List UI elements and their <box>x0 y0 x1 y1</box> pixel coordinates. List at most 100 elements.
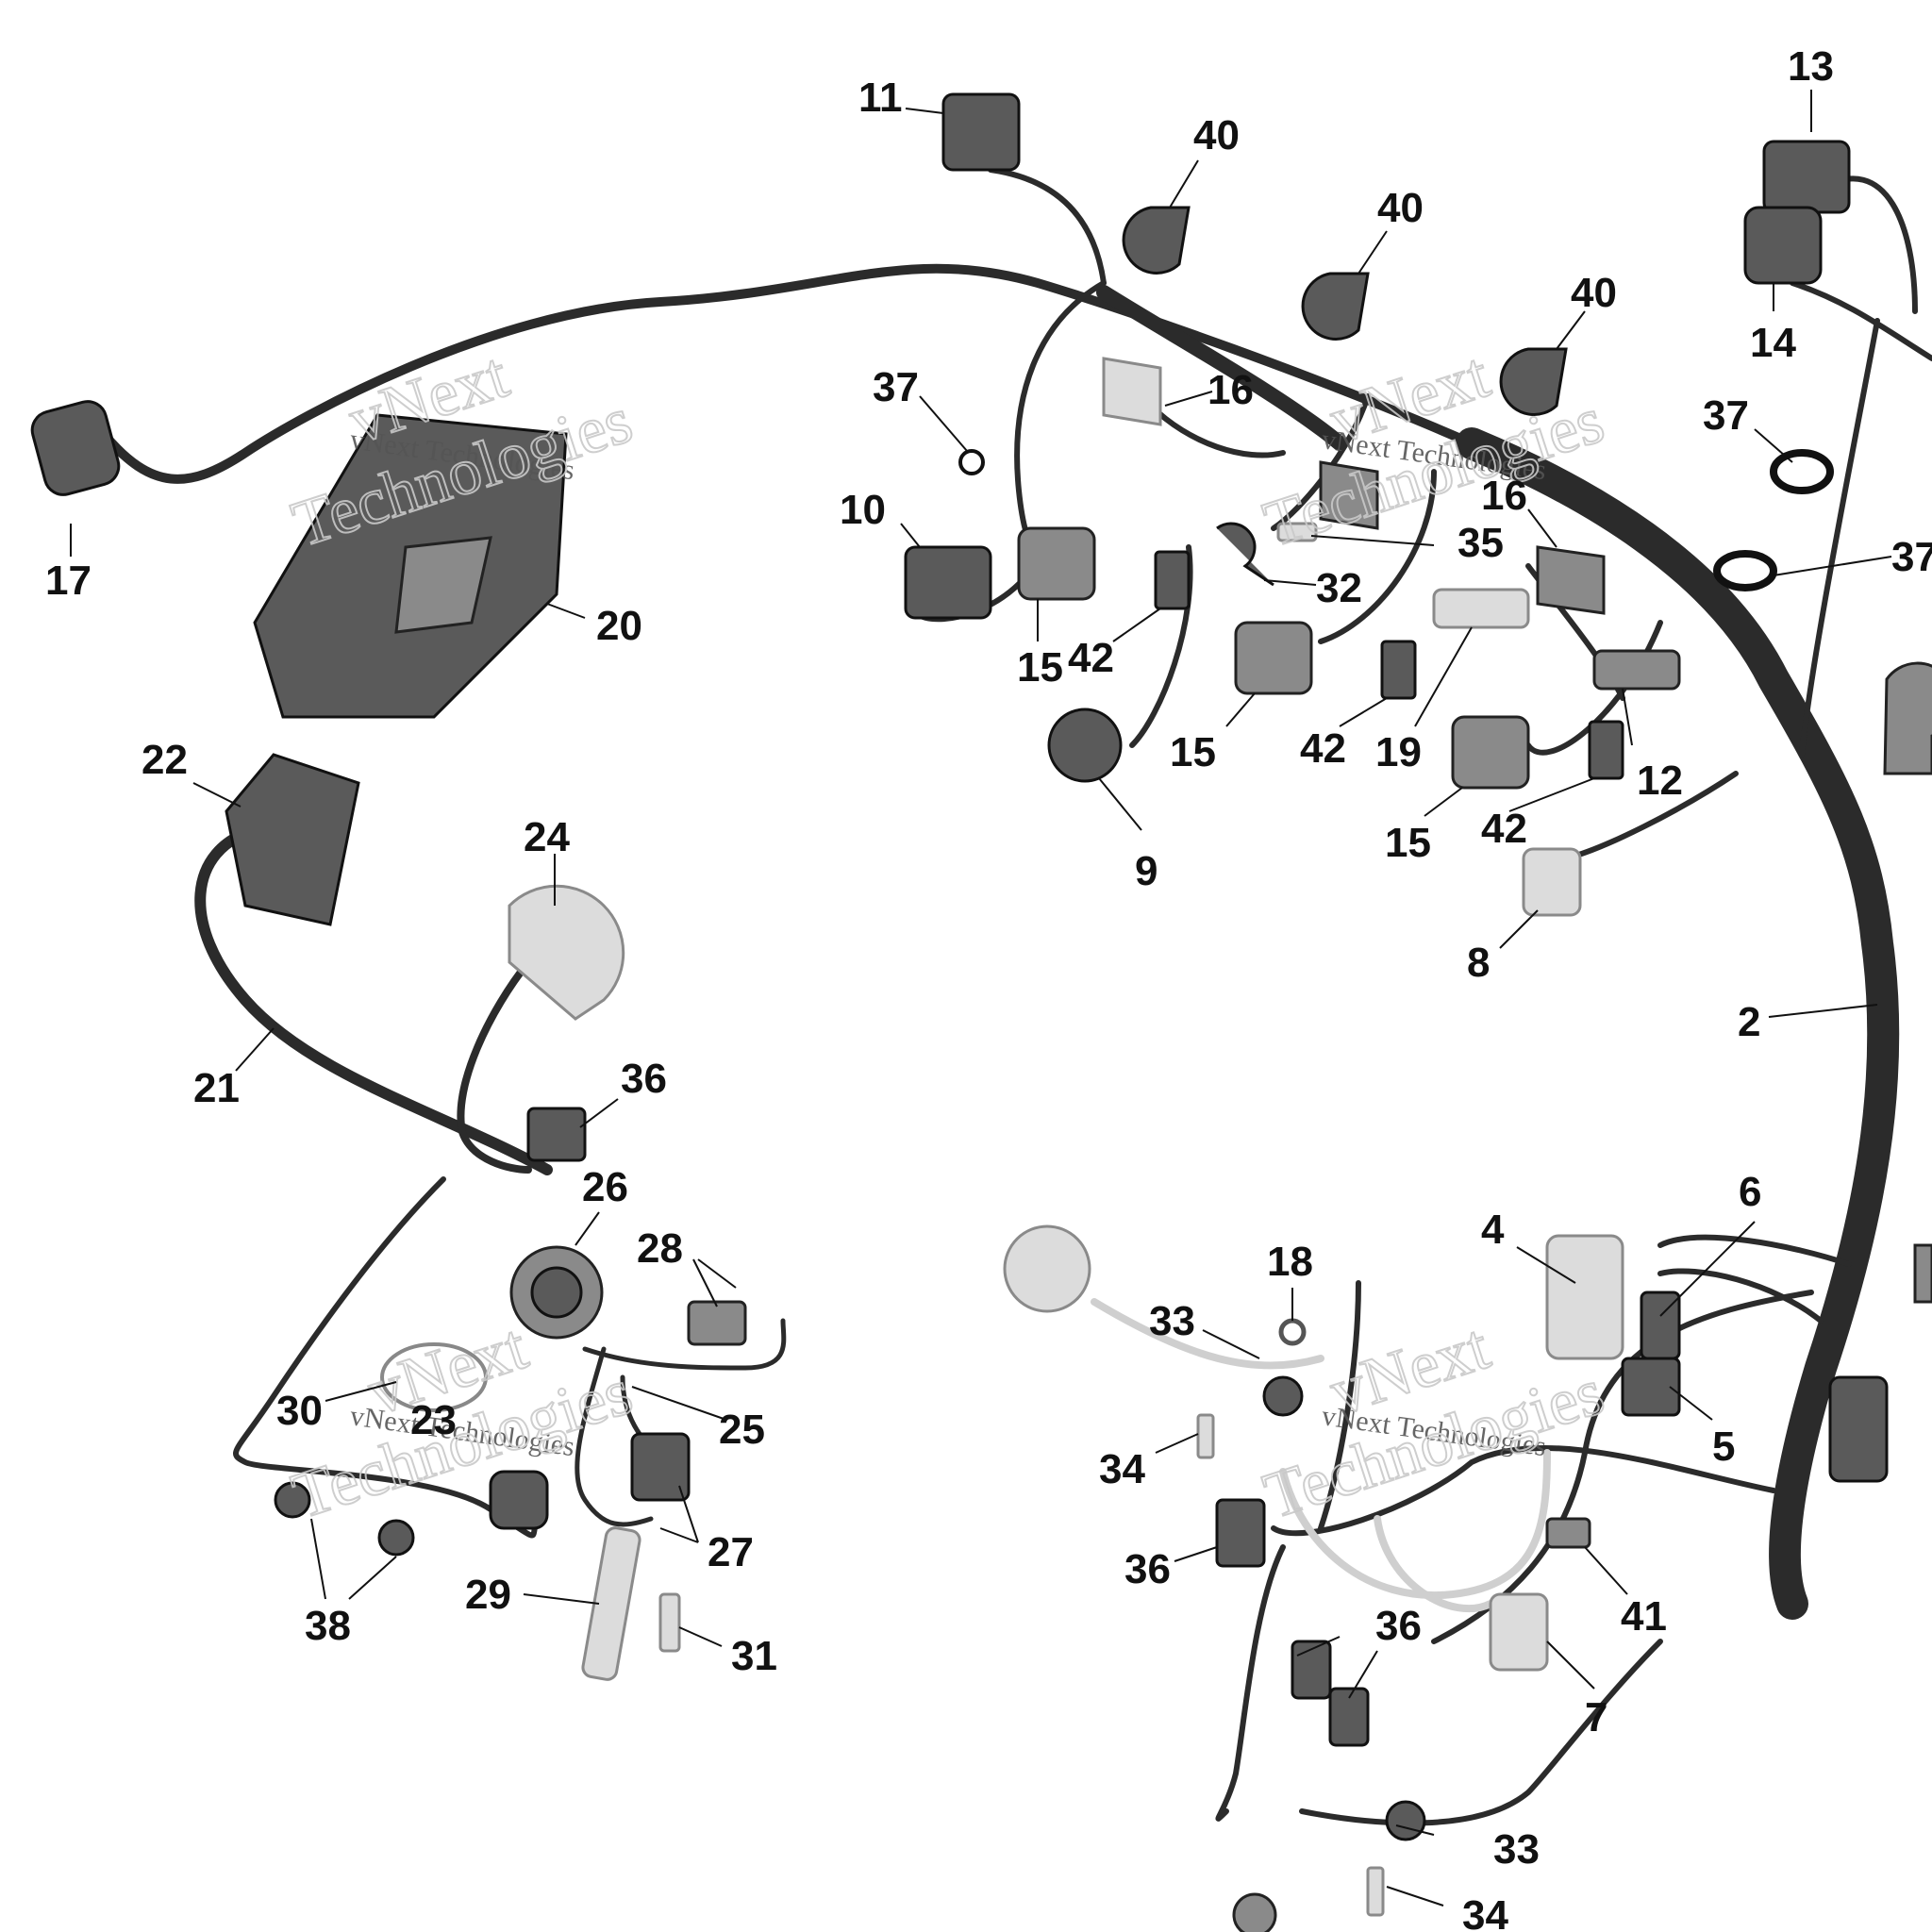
callout-28: 28 <box>637 1225 683 1272</box>
sensor-29-icon <box>581 1526 641 1681</box>
tie-37-b-icon <box>1770 449 1834 494</box>
clip-40-c-icon <box>1499 347 1568 416</box>
sensor-9-icon <box>1047 708 1123 783</box>
callout-30: 30 <box>276 1388 323 1434</box>
callout-15-a: 15 <box>1017 644 1063 691</box>
clip-42-a-icon <box>1154 550 1191 610</box>
clip-36-d-icon <box>1328 1687 1370 1747</box>
callout-31: 31 <box>731 1633 777 1679</box>
callout-33-a: 33 <box>1149 1298 1195 1344</box>
connector-13-icon <box>1762 140 1851 214</box>
callout-19: 19 <box>1375 729 1422 775</box>
grommet-41-icon <box>1545 1517 1591 1549</box>
callout-24: 24 <box>524 814 570 860</box>
connector-10-icon <box>904 545 992 620</box>
clip-36-b-icon <box>1215 1498 1266 1568</box>
callout-37-b: 37 <box>1703 392 1749 439</box>
connector-17-icon <box>30 400 121 496</box>
callout-36-b: 36 <box>1124 1546 1171 1592</box>
callout-21: 21 <box>193 1065 240 1111</box>
grommet-38-b-icon <box>377 1519 415 1557</box>
callout-15-c: 15 <box>1385 820 1431 866</box>
callout-26: 26 <box>582 1164 628 1210</box>
sensor-light-icon <box>1003 1224 1091 1313</box>
callout-36-c: 36 <box>1375 1603 1422 1649</box>
callout-34-a: 34 <box>1099 1446 1145 1492</box>
callout-16-a: 16 <box>1208 367 1254 413</box>
callout-10: 10 <box>840 487 886 533</box>
clip-42-b-icon <box>1380 640 1417 700</box>
callout-15-b: 15 <box>1170 729 1216 775</box>
callout-42-c: 42 <box>1481 806 1527 852</box>
callout-34-b: 34 <box>1462 1892 1508 1932</box>
components <box>30 92 1932 1932</box>
callout-7: 7 <box>1585 1694 1607 1740</box>
callout-6: 6 <box>1739 1169 1761 1215</box>
callout-37-c: 37 <box>1891 534 1932 580</box>
tie-37-c-icon <box>1713 550 1777 591</box>
callout-16-b: 16 <box>1481 473 1527 519</box>
connector-16-b-icon <box>1319 460 1379 530</box>
callout-29: 29 <box>465 1572 511 1618</box>
callout-14: 14 <box>1750 320 1796 366</box>
bolt-34-a-icon <box>1196 1413 1215 1459</box>
clamp-right-icon <box>1883 661 1932 775</box>
connector-16-c-icon <box>1536 545 1606 615</box>
callout-labels: 11 40 40 40 13 14 37 37 37 16 16 10 35 3… <box>45 43 1932 1932</box>
callout-42-b: 42 <box>1300 725 1346 772</box>
callout-2: 2 <box>1738 999 1760 1045</box>
clip-40-a-icon <box>1122 206 1191 275</box>
relay-4-icon <box>1545 1234 1624 1360</box>
connector-11-icon <box>941 92 1021 172</box>
callout-13: 13 <box>1788 43 1834 90</box>
grommet-bottom-icon <box>1232 1892 1277 1932</box>
connector-8-icon <box>1522 847 1582 917</box>
callout-40-c: 40 <box>1571 270 1617 316</box>
callout-8: 8 <box>1467 940 1490 986</box>
ground-terminal-18-icon <box>1278 1318 1307 1346</box>
clip-40-b-icon <box>1301 272 1370 341</box>
callout-23: 23 <box>410 1397 457 1443</box>
clamp-32-icon <box>1216 522 1274 587</box>
module-right-icon <box>1828 1375 1889 1483</box>
callout-37-a: 37 <box>873 364 919 410</box>
callout-12: 12 <box>1637 758 1683 804</box>
callout-27: 27 <box>708 1529 754 1575</box>
callout-4: 4 <box>1481 1207 1505 1253</box>
seal-30-icon <box>380 1342 488 1412</box>
nut-33-b-icon <box>1385 1800 1426 1841</box>
callout-20: 20 <box>596 603 642 649</box>
clip-42-c-icon <box>1588 720 1624 780</box>
connector-7-icon <box>1489 1592 1549 1672</box>
callout-35: 35 <box>1457 520 1504 566</box>
connector-14-icon <box>1743 206 1823 285</box>
callout-40-a: 40 <box>1193 112 1240 158</box>
connector-24-icon <box>508 884 625 1021</box>
connector-28-icon <box>687 1300 747 1346</box>
grommet-38-a-icon <box>274 1481 311 1519</box>
connector-15-c-icon <box>1451 715 1530 790</box>
fuse-box-22-icon <box>225 753 360 926</box>
callout-36-a: 36 <box>621 1056 667 1102</box>
connector-15-a-icon <box>1017 526 1096 601</box>
tie-37-a-icon <box>958 449 985 475</box>
callout-18: 18 <box>1267 1239 1313 1285</box>
callout-42-a: 42 <box>1068 635 1114 681</box>
connector-16-a-icon <box>1102 357 1162 426</box>
connector-15-b-icon <box>1234 621 1313 695</box>
bolt-34-b-icon <box>1366 1866 1385 1917</box>
callout-25: 25 <box>719 1407 765 1453</box>
sensor-19-icon <box>1432 588 1530 629</box>
callout-38: 38 <box>305 1603 351 1649</box>
callout-5: 5 <box>1712 1424 1735 1470</box>
connector-27-icon <box>630 1432 691 1502</box>
callout-22: 22 <box>142 737 188 783</box>
nut-33-a-icon <box>1262 1375 1304 1417</box>
leaders <box>70 90 1892 1907</box>
callout-32: 32 <box>1316 565 1362 611</box>
clip-36-c-icon <box>1291 1640 1332 1700</box>
connector-23-icon <box>489 1470 549 1530</box>
bolt-31-icon <box>658 1592 681 1653</box>
screw-35-icon <box>1276 522 1318 542</box>
